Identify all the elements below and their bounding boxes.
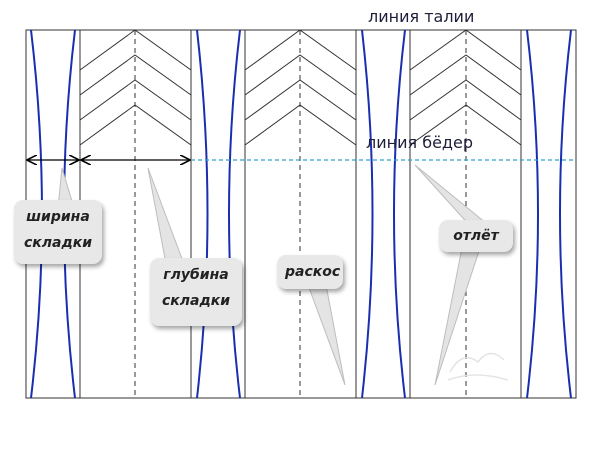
callout-pointers — [57, 164, 494, 386]
pleat-depth-line-1: глубина — [163, 267, 229, 283]
otlet-callout: отлёт — [439, 220, 513, 252]
pleat-chevrons — [79, 29, 522, 146]
pleat-depth-line-2: складки — [161, 293, 231, 309]
panel-lines — [79, 30, 522, 398]
pattern-frame — [25, 29, 577, 399]
waist-line-label: линия талии — [368, 7, 475, 26]
watermark-logo — [447, 352, 509, 381]
raskos-callout: раскос — [277, 255, 343, 289]
pleat-width-line-2: складки — [23, 235, 93, 251]
pleat-width-line-1: ширина — [26, 209, 90, 225]
pleat-width-callout: ширина складки — [14, 200, 102, 264]
center-dashed-lines — [134, 30, 467, 398]
hip-line-label: линия бёдер — [366, 133, 473, 152]
raskos-curves — [30, 29, 572, 399]
pleat-depth-callout: глубина складки — [150, 258, 242, 326]
